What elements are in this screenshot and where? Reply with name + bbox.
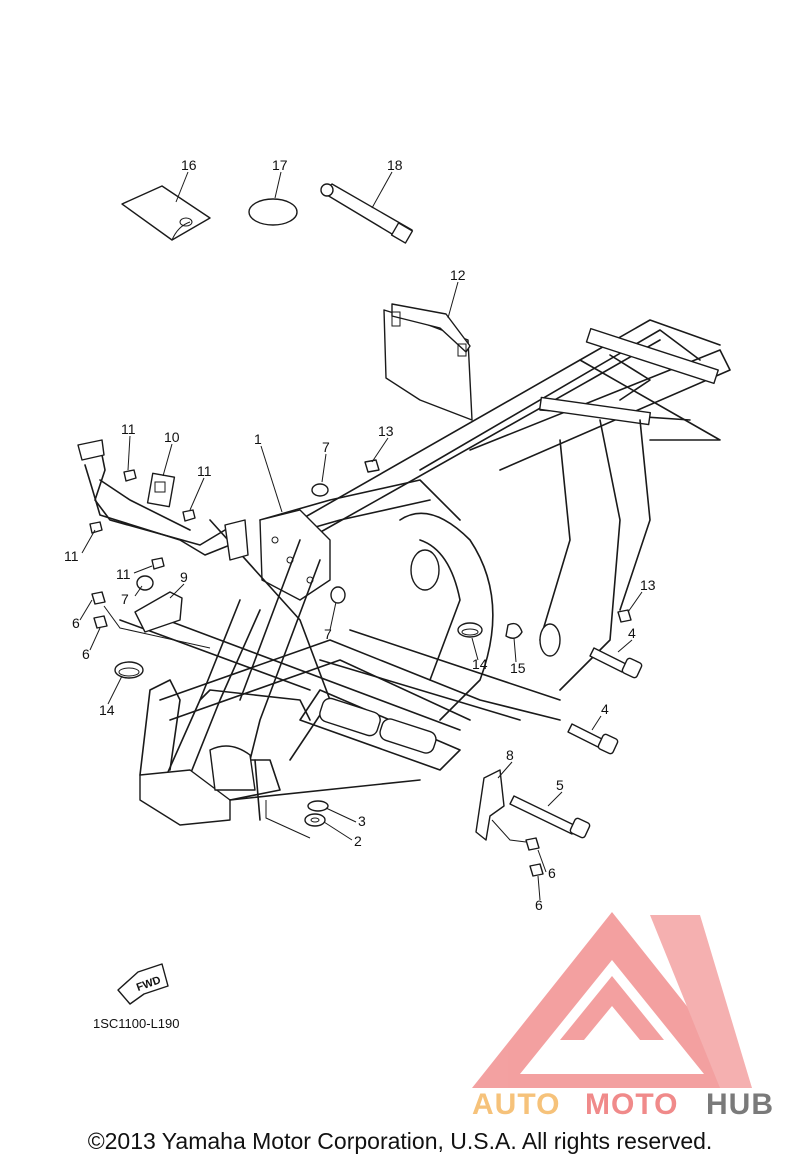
- callout-14-right: 14: [472, 656, 488, 672]
- bolt-4-upper[interactable]: [589, 647, 643, 679]
- nut-6-upper-right[interactable]: [525, 837, 540, 851]
- callout-14-left: 14: [99, 702, 115, 718]
- copyright-notice: ©2013 Yamaha Motor Corporation, U.S.A. A…: [87, 1128, 713, 1154]
- callout-8: 8: [506, 747, 514, 763]
- callout-11-top: 11: [121, 421, 136, 437]
- callout-15: 15: [510, 660, 526, 676]
- bolt-5[interactable]: [509, 795, 591, 839]
- diagram-code: 1SC1100-L190: [93, 1016, 180, 1031]
- watermark-logo: [472, 912, 752, 1088]
- callout-6-lower-right: 6: [535, 897, 543, 913]
- callout-6-upper-left: 6: [72, 615, 80, 631]
- part-9-bracket[interactable]: [134, 591, 183, 633]
- callout-11-left: 11: [64, 548, 79, 564]
- callout-6-lower-left: 6: [82, 646, 90, 662]
- fwd-arrow-icon: FWD: [117, 963, 169, 1005]
- watermark-brand-moto: MOTO: [585, 1088, 678, 1121]
- callout-2: 2: [354, 833, 362, 849]
- watermark-brand-hub: HUB: [706, 1088, 774, 1121]
- part-17-oring[interactable]: [248, 198, 298, 226]
- nut-6-lower-left[interactable]: [93, 615, 108, 629]
- callout-12: 12: [450, 267, 466, 283]
- callout-13-top: 13: [378, 423, 394, 439]
- callout-leaders: [79, 171, 643, 901]
- bolt-4-lower[interactable]: [567, 723, 619, 755]
- nut-6-upper-left[interactable]: [91, 591, 106, 605]
- callout-7-top: 7: [322, 439, 330, 455]
- callout-7-left: 7: [121, 591, 129, 607]
- callout-11-right: 11: [197, 463, 212, 479]
- bushing-2[interactable]: [304, 813, 326, 827]
- callout-5: 5: [556, 777, 564, 793]
- nut-6-lower-right[interactable]: [529, 863, 544, 877]
- nut-13-right[interactable]: [617, 609, 632, 623]
- callout-13-right: 13: [640, 577, 656, 593]
- callout-17: 17: [272, 157, 288, 173]
- callout-1: 1: [254, 431, 262, 447]
- clip-15[interactable]: [505, 622, 523, 639]
- callout-10: 10: [164, 429, 180, 445]
- part-18-shaft[interactable]: [320, 183, 414, 244]
- watermark-brand-auto: AUTO: [472, 1088, 560, 1121]
- callout-numbers: 16 17 18 12 11 10 11 1 7 13 11 11 9 7 6 …: [64, 157, 656, 913]
- part-16-label[interactable]: [121, 185, 211, 241]
- washer-7-left[interactable]: [136, 575, 154, 591]
- part-8-bracket[interactable]: [475, 769, 505, 841]
- washer-7-top[interactable]: [311, 483, 329, 497]
- callout-9: 9: [180, 569, 188, 585]
- part-12-plate[interactable]: [383, 303, 473, 421]
- bolt-11-lower[interactable]: [151, 557, 165, 570]
- bolt-11-left[interactable]: [89, 521, 103, 534]
- callout-6-upper-right: 6: [548, 865, 556, 881]
- front-bar-assembly[interactable]: [77, 439, 249, 561]
- washer-3[interactable]: [307, 800, 329, 812]
- bolt-11-right[interactable]: [182, 509, 196, 522]
- clamp-14-left[interactable]: [114, 661, 144, 679]
- callout-3: 3: [358, 813, 366, 829]
- part-1-frame[interactable]: [119, 319, 731, 826]
- bolt-11-top[interactable]: [123, 469, 137, 482]
- callout-7-mid: 7: [324, 626, 332, 642]
- callout-11-lower: 11: [116, 566, 131, 582]
- clamp-14-right[interactable]: [457, 622, 483, 638]
- washer-7-mid[interactable]: [330, 586, 346, 604]
- callout-18: 18: [387, 157, 403, 173]
- part-10-bracket[interactable]: [146, 472, 176, 508]
- callout-4-lower: 4: [601, 701, 609, 717]
- callout-4-upper: 4: [628, 625, 636, 641]
- callout-16: 16: [181, 157, 197, 173]
